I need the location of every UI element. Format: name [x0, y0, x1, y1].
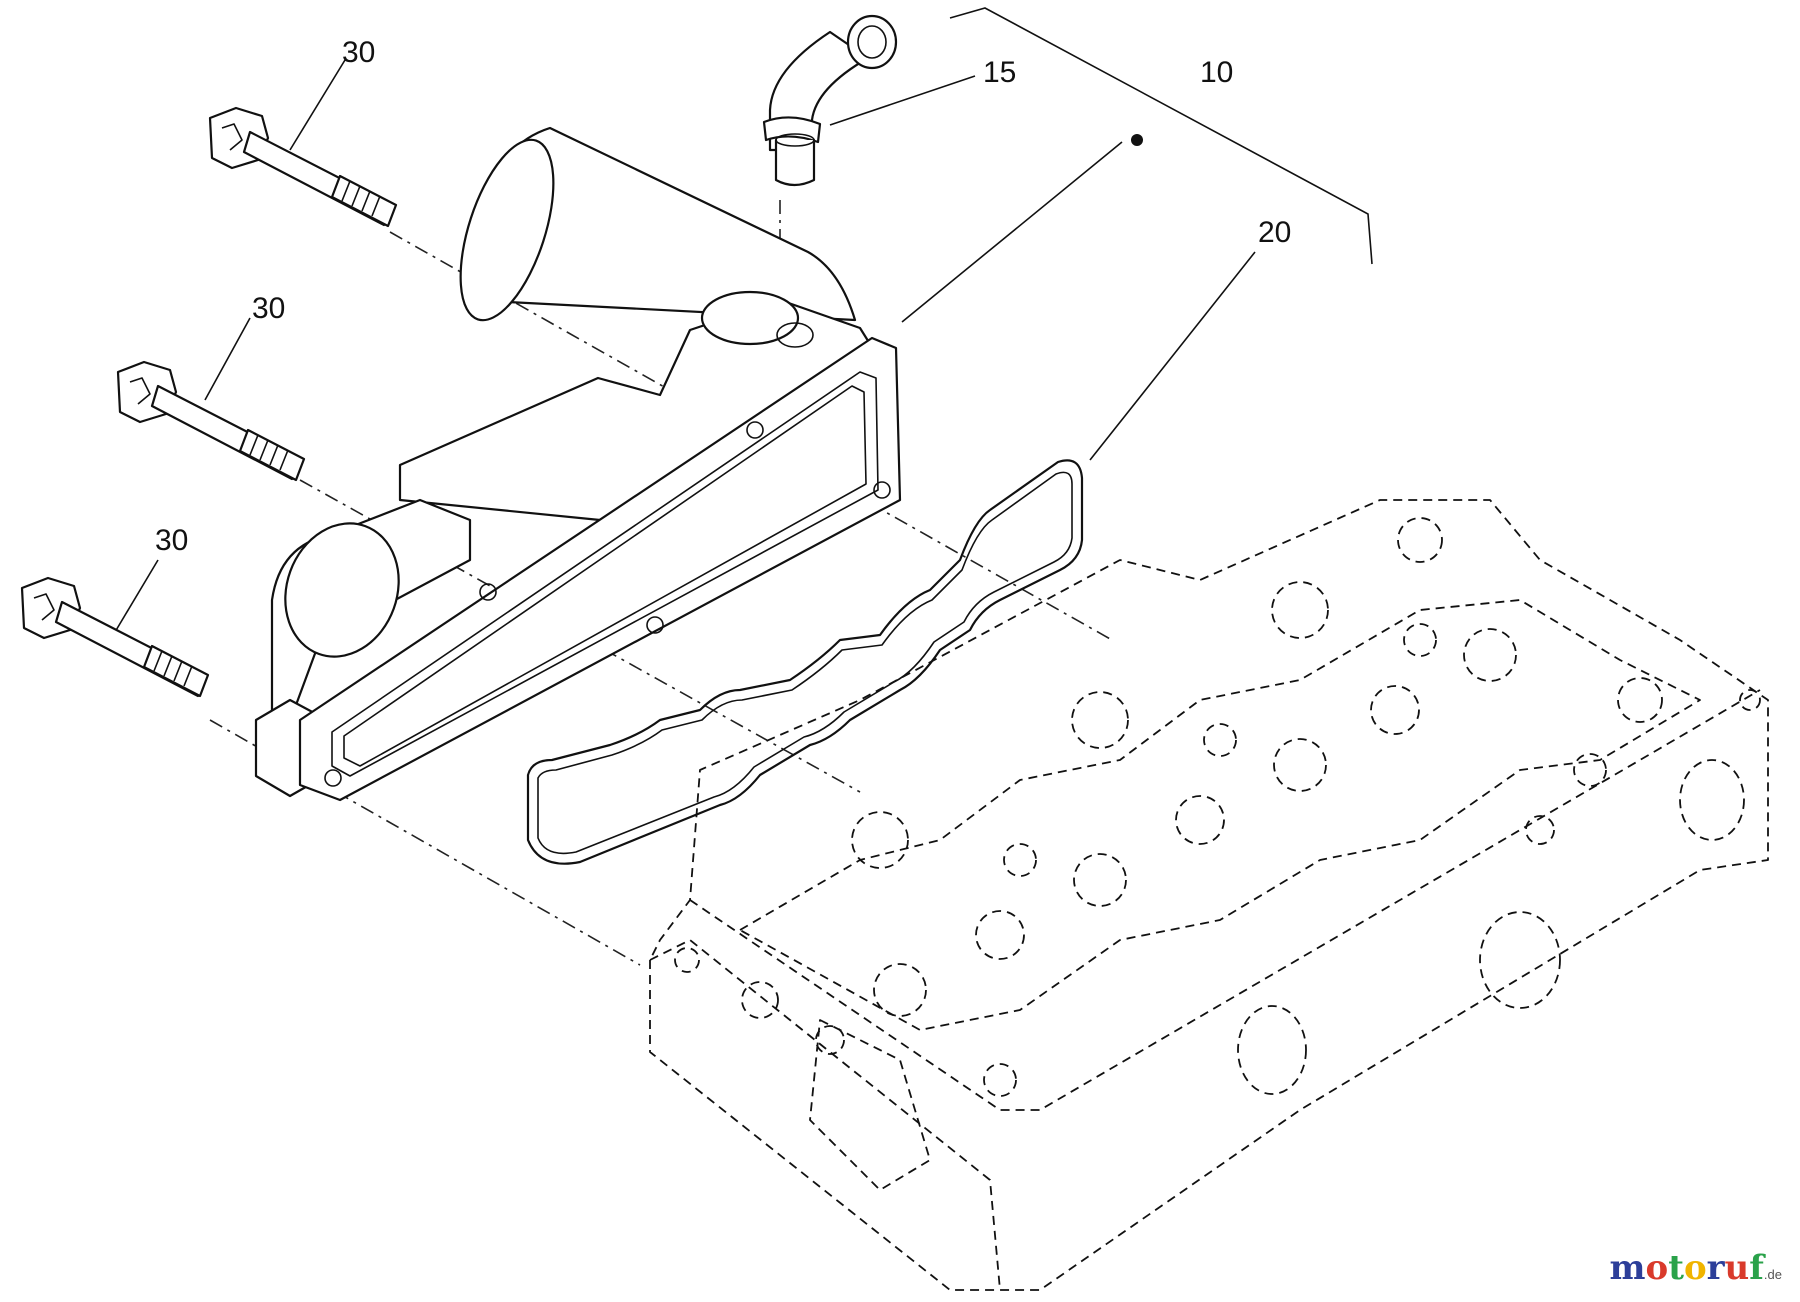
watermark-tld: .de — [1763, 1267, 1782, 1282]
watermark-logo: motoruf.de — [1610, 1248, 1782, 1288]
watermark-letter: f — [1749, 1248, 1764, 1288]
cylinder-head — [649, 499, 1769, 1291]
bolt-top — [208, 106, 398, 228]
callout-cover-assembly: 10 — [1200, 56, 1233, 89]
rocker-cover — [254, 126, 902, 802]
callout-gasket: 20 — [1258, 216, 1291, 249]
gasket — [526, 459, 1084, 865]
callout-bolt-bottom: 30 — [155, 524, 188, 557]
callout-bolt-top: 30 — [342, 36, 375, 69]
callout-labels: 30 30 30 15 10 20 — [155, 36, 1291, 557]
watermark-text: motoruf — [1610, 1248, 1764, 1288]
watermark-letter: o — [1645, 1248, 1669, 1288]
callout-bolt-middle: 30 — [252, 292, 285, 325]
watermark-letter: m — [1609, 1248, 1646, 1288]
bolt-bottom — [20, 576, 210, 698]
callout-breather-pipe: 15 — [983, 56, 1016, 89]
watermark-letter: u — [1724, 1248, 1750, 1288]
bolt-middle — [116, 360, 306, 482]
watermark-letter: t — [1668, 1248, 1684, 1288]
leader-lines — [114, 7, 1373, 633]
breather-pipe — [762, 14, 898, 187]
watermark-letter: o — [1683, 1248, 1707, 1288]
watermark-letter: r — [1706, 1248, 1725, 1288]
